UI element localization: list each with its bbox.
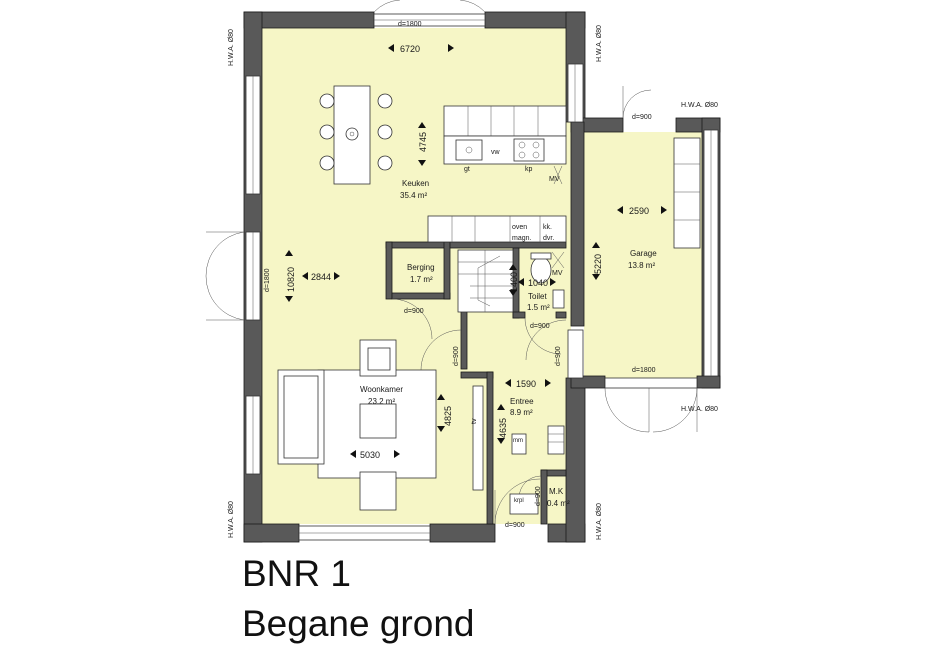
door-swings (205, 0, 698, 525)
fixture-mv2: MV (552, 270, 563, 277)
staircase (457, 249, 514, 313)
hwa-garage-bottom: H.W.A. Ø80 (681, 406, 718, 413)
fixture-oven: oven (512, 224, 527, 231)
garage-shelves (673, 137, 701, 249)
dim-2844: 2844 (311, 272, 331, 282)
room-mk-area: 0.4 m² (547, 499, 570, 508)
fixture-vw: vw (491, 149, 501, 156)
room-toilet-area: 1.5 m² (527, 303, 550, 312)
dim-1400: 1400 (509, 272, 519, 292)
hwa-top-left: H.W.A. Ø80 (228, 29, 235, 66)
dim-4635: 4635 (498, 418, 508, 438)
fixture-dvr: dvr. (543, 235, 554, 242)
fixture-kp: kp (525, 166, 533, 173)
dim-4745: 4745 (418, 132, 428, 152)
room-woonkamer-area: 23.2 m² (368, 397, 395, 406)
room-keuken-name: Keuken (402, 179, 429, 188)
door-garage-bottom: d=1800 (632, 367, 656, 374)
door-berging: d=900 (404, 308, 424, 315)
fixture-kk: kk. (543, 224, 552, 231)
dim-4825: 4825 (443, 406, 453, 426)
door-top: d=1800 (398, 21, 422, 28)
dim-5220: 5220 (593, 254, 603, 274)
hwa-garage-top: H.W.A. Ø80 (681, 102, 718, 109)
dim-2590: 2590 (629, 206, 649, 216)
fixture-mv1: MV (549, 176, 560, 183)
room-garage-area: 13.8 m² (628, 261, 655, 270)
door-garage-top: d=900 (632, 114, 652, 121)
fixture-tv: tv (471, 418, 478, 424)
room-berging-area: 1.7 m² (410, 275, 433, 284)
plan-title: BNR 1 (242, 553, 351, 594)
fixture-krpl: krpl (514, 498, 524, 504)
door-woon: d=900 (453, 346, 460, 366)
door-left: d=1800 (264, 268, 271, 292)
hwa-bottom-left: H.W.A. Ø80 (228, 501, 235, 538)
dim-1590: 1590 (516, 379, 536, 389)
room-mk-name: M.K (549, 487, 564, 496)
living-furniture (277, 339, 565, 515)
hwa-top-right: H.W.A. Ø80 (596, 25, 603, 62)
room-entree-area: 8.9 m² (510, 408, 533, 417)
toilet-fixtures (530, 251, 565, 309)
fixture-mm: mm (513, 438, 523, 444)
room-woonkamer-name: Woonkamer (360, 385, 403, 394)
door-front: d=900 (505, 522, 525, 529)
room-garage-name: Garage (630, 249, 657, 258)
door-mk: d=900 (535, 486, 542, 506)
plan-subtitle: Begane grond (242, 603, 475, 644)
kitchen-furniture (319, 85, 567, 243)
room-keuken-area: 35.4 m² (400, 191, 427, 200)
windows (245, 13, 719, 541)
dimension-arrows (285, 44, 667, 458)
dim-1040: 1040 (528, 278, 548, 288)
dim-6720: 6720 (400, 44, 420, 54)
floor-plan: Keuken 35.4 m² Berging 1.7 m² Toilet 1.5… (205, 0, 721, 543)
door-hall: d=900 (555, 346, 562, 366)
dim-10820: 10820 (286, 267, 296, 292)
door-toilet: d=900 (530, 323, 550, 330)
fixture-magn: magn. (512, 235, 532, 242)
hwa-bottom-right: H.W.A. Ø80 (596, 503, 603, 540)
room-toilet-name: Toilet (528, 292, 547, 301)
fixture-gt: gt (464, 166, 470, 173)
dim-5030: 5030 (360, 450, 380, 460)
room-entree-name: Entree (510, 397, 534, 406)
room-berging-name: Berging (407, 263, 435, 272)
